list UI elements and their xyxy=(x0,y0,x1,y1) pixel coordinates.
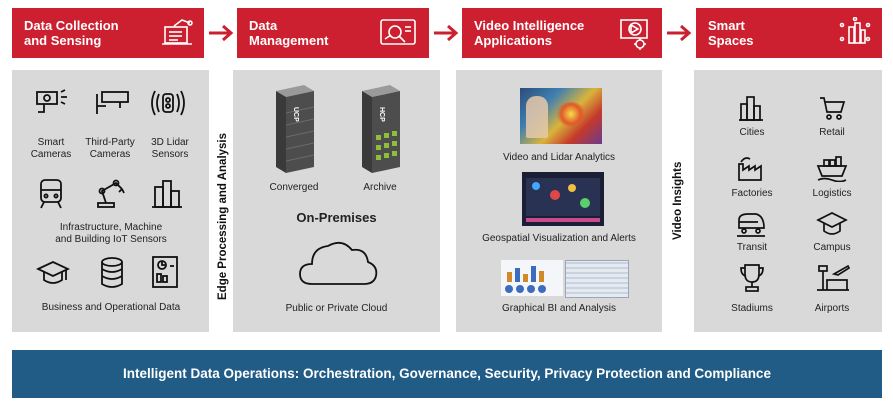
business-data-label: Business and Operational Data xyxy=(41,302,181,313)
space-label: Factories xyxy=(731,188,773,199)
space-label: Retail xyxy=(819,127,845,138)
trophy-icon xyxy=(740,264,764,292)
stage-title: and Sensing xyxy=(24,33,102,48)
city-icon xyxy=(739,96,763,121)
stage-title: Smart xyxy=(708,18,745,33)
archive-server-image: HCP xyxy=(362,85,400,173)
sensor-tablet-icon xyxy=(162,19,193,45)
arrow-right-icon xyxy=(209,24,234,42)
video-settings-icon xyxy=(620,19,648,50)
graduation-cap-icon xyxy=(36,261,70,284)
bi-table-screenshot xyxy=(565,260,629,298)
cloud-label: Public or Private Cloud xyxy=(285,303,388,314)
converged-server-image: UCP xyxy=(276,85,315,173)
collection-panel xyxy=(12,70,209,332)
robot-arm-icon xyxy=(97,179,125,208)
security-camera-icon xyxy=(96,91,129,114)
arrow-right-icon xyxy=(667,24,692,42)
factory-icon xyxy=(738,157,762,181)
stage-title: Spaces xyxy=(708,33,754,48)
data-operations-banner: Intelligent Data Operations: Orchestrati… xyxy=(12,350,882,398)
airport-icon xyxy=(817,264,850,291)
space-label: Airports xyxy=(814,303,850,314)
archive-label: Archive xyxy=(363,182,397,193)
space-label: Logistics xyxy=(812,188,852,199)
spaces-panel xyxy=(694,70,882,332)
building-icon xyxy=(152,180,182,208)
space-label: Transit xyxy=(736,242,768,253)
edge-processing-label: Edge Processing and Analysis xyxy=(217,132,229,300)
video-insights-label: Video Insights xyxy=(672,161,684,240)
cart-icon xyxy=(820,97,846,120)
cloud-icon xyxy=(299,241,378,285)
train-icon xyxy=(737,213,765,237)
stage-title: Data Collection xyxy=(24,18,119,33)
server-badge: HCP xyxy=(378,107,385,122)
converged-label: Converged xyxy=(269,182,319,193)
space-label: Stadiums xyxy=(731,303,773,314)
arrow-right-icon xyxy=(434,24,459,42)
smart-building-icon xyxy=(839,17,871,44)
server-badge: UCP xyxy=(292,107,299,122)
bi-dashboard-screenshot xyxy=(501,260,563,296)
space-label: Campus xyxy=(813,242,851,253)
space-label: Cities xyxy=(739,127,765,138)
stage-title: Management xyxy=(249,33,329,48)
video-analytics-screenshot xyxy=(520,88,602,144)
geospatial-screenshot xyxy=(522,172,604,226)
stage-title: Video Intelligence xyxy=(474,18,585,33)
stage-title: Applications xyxy=(474,33,553,48)
data-analytics-icon xyxy=(380,19,416,45)
video-lidar-label: Video and Lidar Analytics xyxy=(502,152,616,163)
smart-camera-icon xyxy=(36,89,67,113)
lidar-sensor-icon xyxy=(151,90,185,116)
graphical-bi-label: Graphical BI and Analysis xyxy=(502,303,616,314)
management-panel xyxy=(233,70,440,332)
database-icon xyxy=(101,257,123,288)
ship-icon xyxy=(816,156,848,182)
on-premises-label: On-Premises xyxy=(296,210,377,225)
train-icon xyxy=(40,179,62,209)
report-document-icon xyxy=(152,256,178,288)
graduation-cap-icon xyxy=(816,212,848,235)
stage-title: Data xyxy=(249,18,278,33)
geospatial-label: Geospatial Visualization and Alerts xyxy=(482,233,636,244)
